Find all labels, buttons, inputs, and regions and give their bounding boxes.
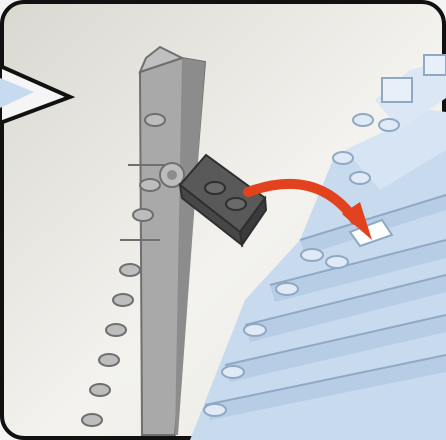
instruction-panel <box>0 0 446 440</box>
instruction-illustration <box>0 0 446 440</box>
